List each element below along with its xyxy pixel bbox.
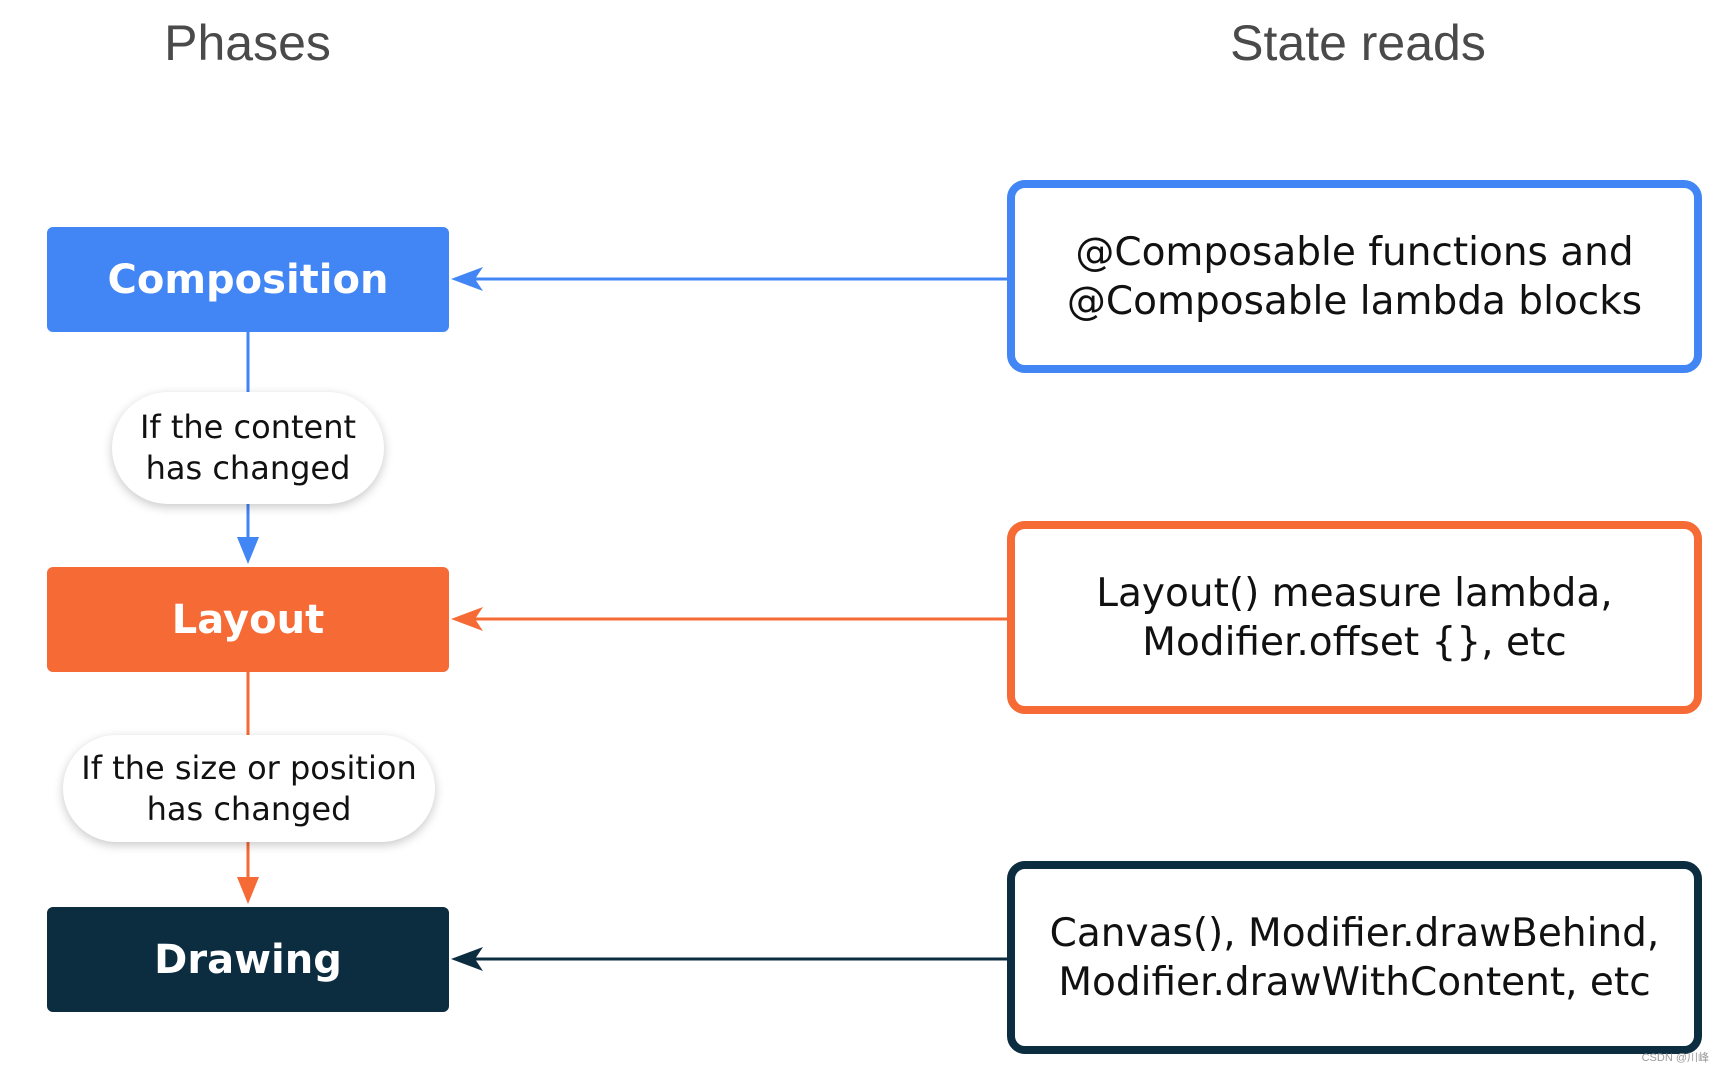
state-reads-drawing-line2: Modifier.drawWithContent, etc xyxy=(1058,959,1651,1005)
condition-size-position-changed: If the size or position has changed xyxy=(63,735,435,842)
phase-drawing-box: Drawing xyxy=(47,907,449,1012)
phase-drawing-label: Drawing xyxy=(154,936,342,983)
condition-content-changed-line2: has changed xyxy=(145,449,351,487)
watermark: CSDN @川峰 xyxy=(1641,1052,1709,1064)
layout-to-drawing-arrowhead xyxy=(237,877,259,904)
composition-to-layout-arrowhead xyxy=(237,537,259,564)
state-reads-layout-line1: Layout() measure lambda, xyxy=(1096,570,1613,616)
state-reads-layout-line2: Modifier.offset {}, etc xyxy=(1142,619,1567,665)
phase-composition-box: Composition xyxy=(47,227,449,332)
layout-state-arrowhead xyxy=(451,607,483,631)
state-reads-composition-line2: @Composable lambda blocks xyxy=(1066,278,1643,324)
drawing-state-arrowhead xyxy=(451,947,483,971)
phases-column-title: Phases xyxy=(164,15,331,71)
state-reads-layout-box: Layout() measure lambda, Modifier.offset… xyxy=(1007,521,1702,714)
condition-content-changed-line1: If the content xyxy=(139,408,357,446)
phase-composition-label: Composition xyxy=(107,256,389,303)
phase-layout-label: Layout xyxy=(171,596,325,643)
state-reads-drawing-line1: Canvas(), Modifier.drawBehind, xyxy=(1049,910,1660,956)
state-reads-composition-box: @Composable functions and @Composable la… xyxy=(1007,180,1702,373)
state-reads-column-title: State reads xyxy=(1230,15,1486,71)
composition-state-arrowhead xyxy=(451,267,483,291)
state-reads-composition-line1: @Composable functions and xyxy=(1075,229,1634,275)
condition-size-position-changed-line1: If the size or position xyxy=(81,748,417,787)
state-reads-drawing-box: Canvas(), Modifier.drawBehind, Modifier.… xyxy=(1007,861,1702,1054)
condition-size-position-changed-line2: has changed xyxy=(146,789,352,828)
condition-content-changed: If the content has changed xyxy=(112,392,384,504)
phase-layout-box: Layout xyxy=(47,567,449,672)
